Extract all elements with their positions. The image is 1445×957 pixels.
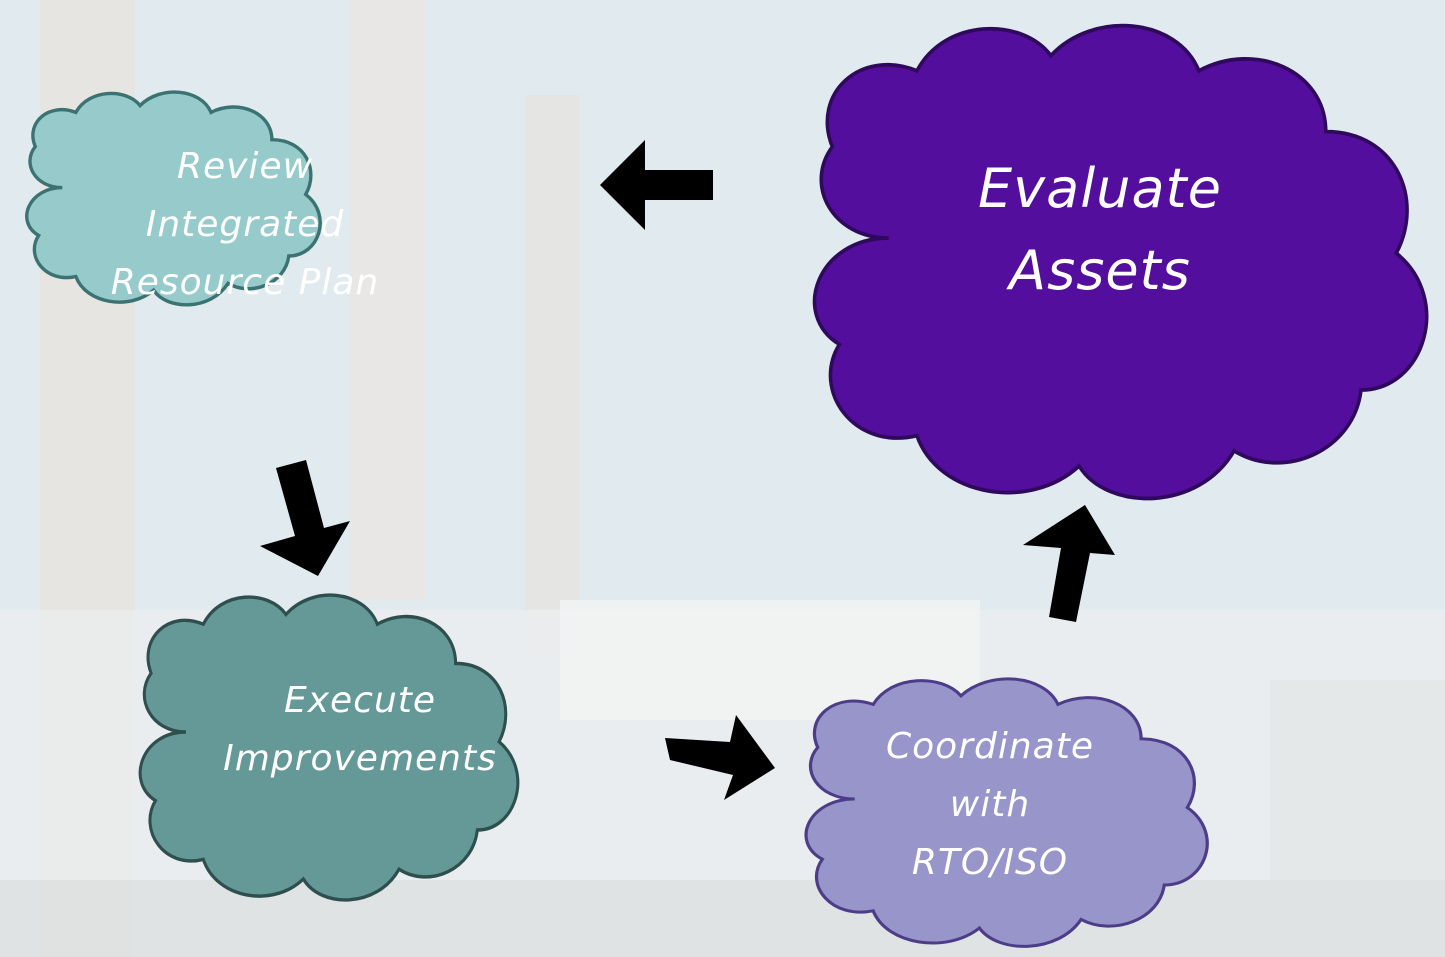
evaluate-label: Evaluate Assets xyxy=(900,140,1300,320)
evaluate-cloud xyxy=(812,23,1429,501)
coordinate-label: Coordinate with RTO/ISO xyxy=(860,715,1120,895)
arrow-left-icon xyxy=(600,140,713,230)
review-label: Review Integrated Resource Plan xyxy=(80,140,410,310)
coordinate-line-3: RTO/ISO xyxy=(911,842,1069,883)
arrow-up-icon xyxy=(1023,505,1115,622)
review-line-3: Resource Plan xyxy=(110,262,380,303)
review-cloud-shape xyxy=(25,90,322,307)
execute-line-1: Execute xyxy=(283,680,437,721)
coordinate-cloud-shape xyxy=(804,677,1209,948)
coordinate-cloud xyxy=(804,677,1209,948)
evaluate-line-2: Assets xyxy=(1009,239,1191,302)
execute-cloud-shape xyxy=(138,593,520,902)
evaluate-cloud-shape xyxy=(812,23,1429,501)
arrow-down-icon xyxy=(260,460,350,576)
evaluate-line-1: Evaluate xyxy=(978,157,1222,220)
coordinate-line-1: Coordinate xyxy=(886,726,1094,767)
execute-line-2: Improvements xyxy=(223,738,497,779)
review-line-1: Review xyxy=(176,146,314,187)
review-line-2: Integrated xyxy=(145,204,345,245)
arrow-right-icon xyxy=(665,715,775,800)
execute-cloud xyxy=(138,593,520,902)
coordinate-line-2: with xyxy=(949,784,1031,825)
execute-label: Execute Improvements xyxy=(190,670,530,790)
review-cloud xyxy=(25,90,322,307)
